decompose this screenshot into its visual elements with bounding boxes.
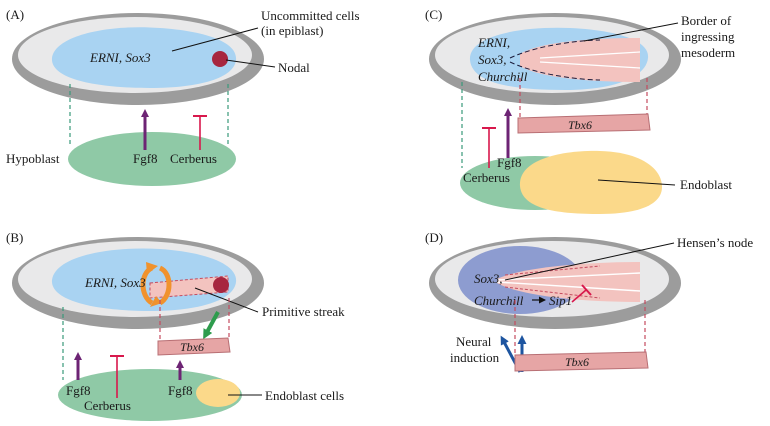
endoblast-cells-patch: [196, 379, 240, 407]
primitive-streak-label: Primitive streak: [262, 304, 345, 319]
streak-inner-outline: [539, 51, 641, 69]
primitive-streak-callout-line: [194, 287, 259, 313]
fgf8-label: Fgf8: [133, 151, 158, 166]
erni-sox3-region: [51, 27, 237, 88]
border-label-line2: ingressing: [681, 29, 735, 44]
panel-d: (D) Sox3, Churchill Sip1 Hensen’s node N…: [425, 230, 753, 373]
rotation-arrowhead-icon: [146, 262, 158, 274]
blob-label-line1: ERNI,: [477, 35, 510, 50]
nodal-spot: [212, 51, 228, 67]
panel-a-label: (A): [6, 7, 24, 22]
cerberus-label: Cerberus: [463, 170, 510, 185]
blob-label-line2: Sox3,: [478, 52, 507, 67]
neural-label-line1: Neural: [456, 334, 492, 349]
endoblast-callout-line: [597, 179, 676, 186]
tbx6-bar: [514, 351, 649, 372]
rotation-arrow-icon: [158, 265, 172, 306]
hypoblast-disc: [58, 369, 242, 421]
nodal-callout-line: [225, 59, 276, 68]
rotation-arrowhead-icon: [150, 296, 162, 307]
tbx6-bar: [157, 337, 231, 356]
cerberus-label: Cerberus: [170, 151, 217, 166]
inhibit-line: [571, 289, 587, 303]
inhibit-bar: [581, 284, 592, 296]
fgf8-left-label: Fgf8: [66, 383, 91, 398]
uncommitted-callout-line: [171, 27, 259, 52]
streak-inner-outline: [496, 272, 641, 292]
fgf8-label: Fgf8: [497, 155, 522, 170]
neural-label-line2: induction: [450, 350, 500, 365]
tbx6-bar: [517, 113, 651, 134]
tbx6-label: Tbx6: [565, 355, 589, 369]
nodal-label: Nodal: [278, 60, 310, 75]
endoblast-region: [519, 150, 662, 214]
endoblast-cells-label: Endoblast cells: [265, 388, 344, 403]
blob-label-line1: Sox3,: [474, 271, 503, 286]
ingression-arrow: [203, 311, 220, 340]
ingressing-mesoderm-streak: [520, 38, 640, 82]
erni-sox3-label: ERNI, Sox3: [89, 50, 151, 65]
tbx6-label: Tbx6: [180, 340, 204, 354]
fgf8-right-label: Fgf8: [168, 383, 193, 398]
hypoblast-disc: [68, 132, 236, 186]
erni-sox3-label: ERNI, Sox3: [84, 275, 146, 290]
panel-b-label: (B): [6, 230, 23, 245]
border-label-line3: mesoderm: [681, 45, 735, 60]
panel-c-label: (C): [425, 7, 442, 22]
panel-a: (A) ERNI, Sox3 Uncommitted cells (in epi…: [6, 7, 360, 186]
panel-b: (B) ERNI, Sox3 Primitive streak Tbx6 Fgf…: [6, 230, 345, 421]
streak-border-dashed: [504, 265, 601, 299]
uncommitted-label-line2: (in epiblast): [261, 23, 323, 38]
endoblast-label: Endoblast: [680, 177, 732, 192]
cerberus-label: Cerberus: [84, 398, 131, 413]
blob-label-line3: Churchill: [478, 69, 528, 84]
uncommitted-label-line1: Uncommitted cells: [261, 8, 360, 23]
sip1-label: Sip1: [549, 293, 572, 308]
blob-label-line2: Churchill: [474, 293, 524, 308]
panel-c: (C) ERNI, Sox3, Churchill Border of ingr…: [425, 7, 735, 214]
streak-border-dashed: [509, 39, 601, 81]
hensens-node-callout-line: [504, 242, 675, 281]
panel-d-label: (D): [425, 230, 443, 245]
tbx6-label: Tbx6: [568, 118, 592, 132]
hypoblast-label: Hypoblast: [6, 151, 60, 166]
hensens-node-label: Hensen’s node: [677, 235, 753, 250]
border-label-line1: Border of: [681, 13, 732, 28]
border-callout-line: [583, 22, 679, 42]
nodal-spot: [213, 277, 229, 293]
